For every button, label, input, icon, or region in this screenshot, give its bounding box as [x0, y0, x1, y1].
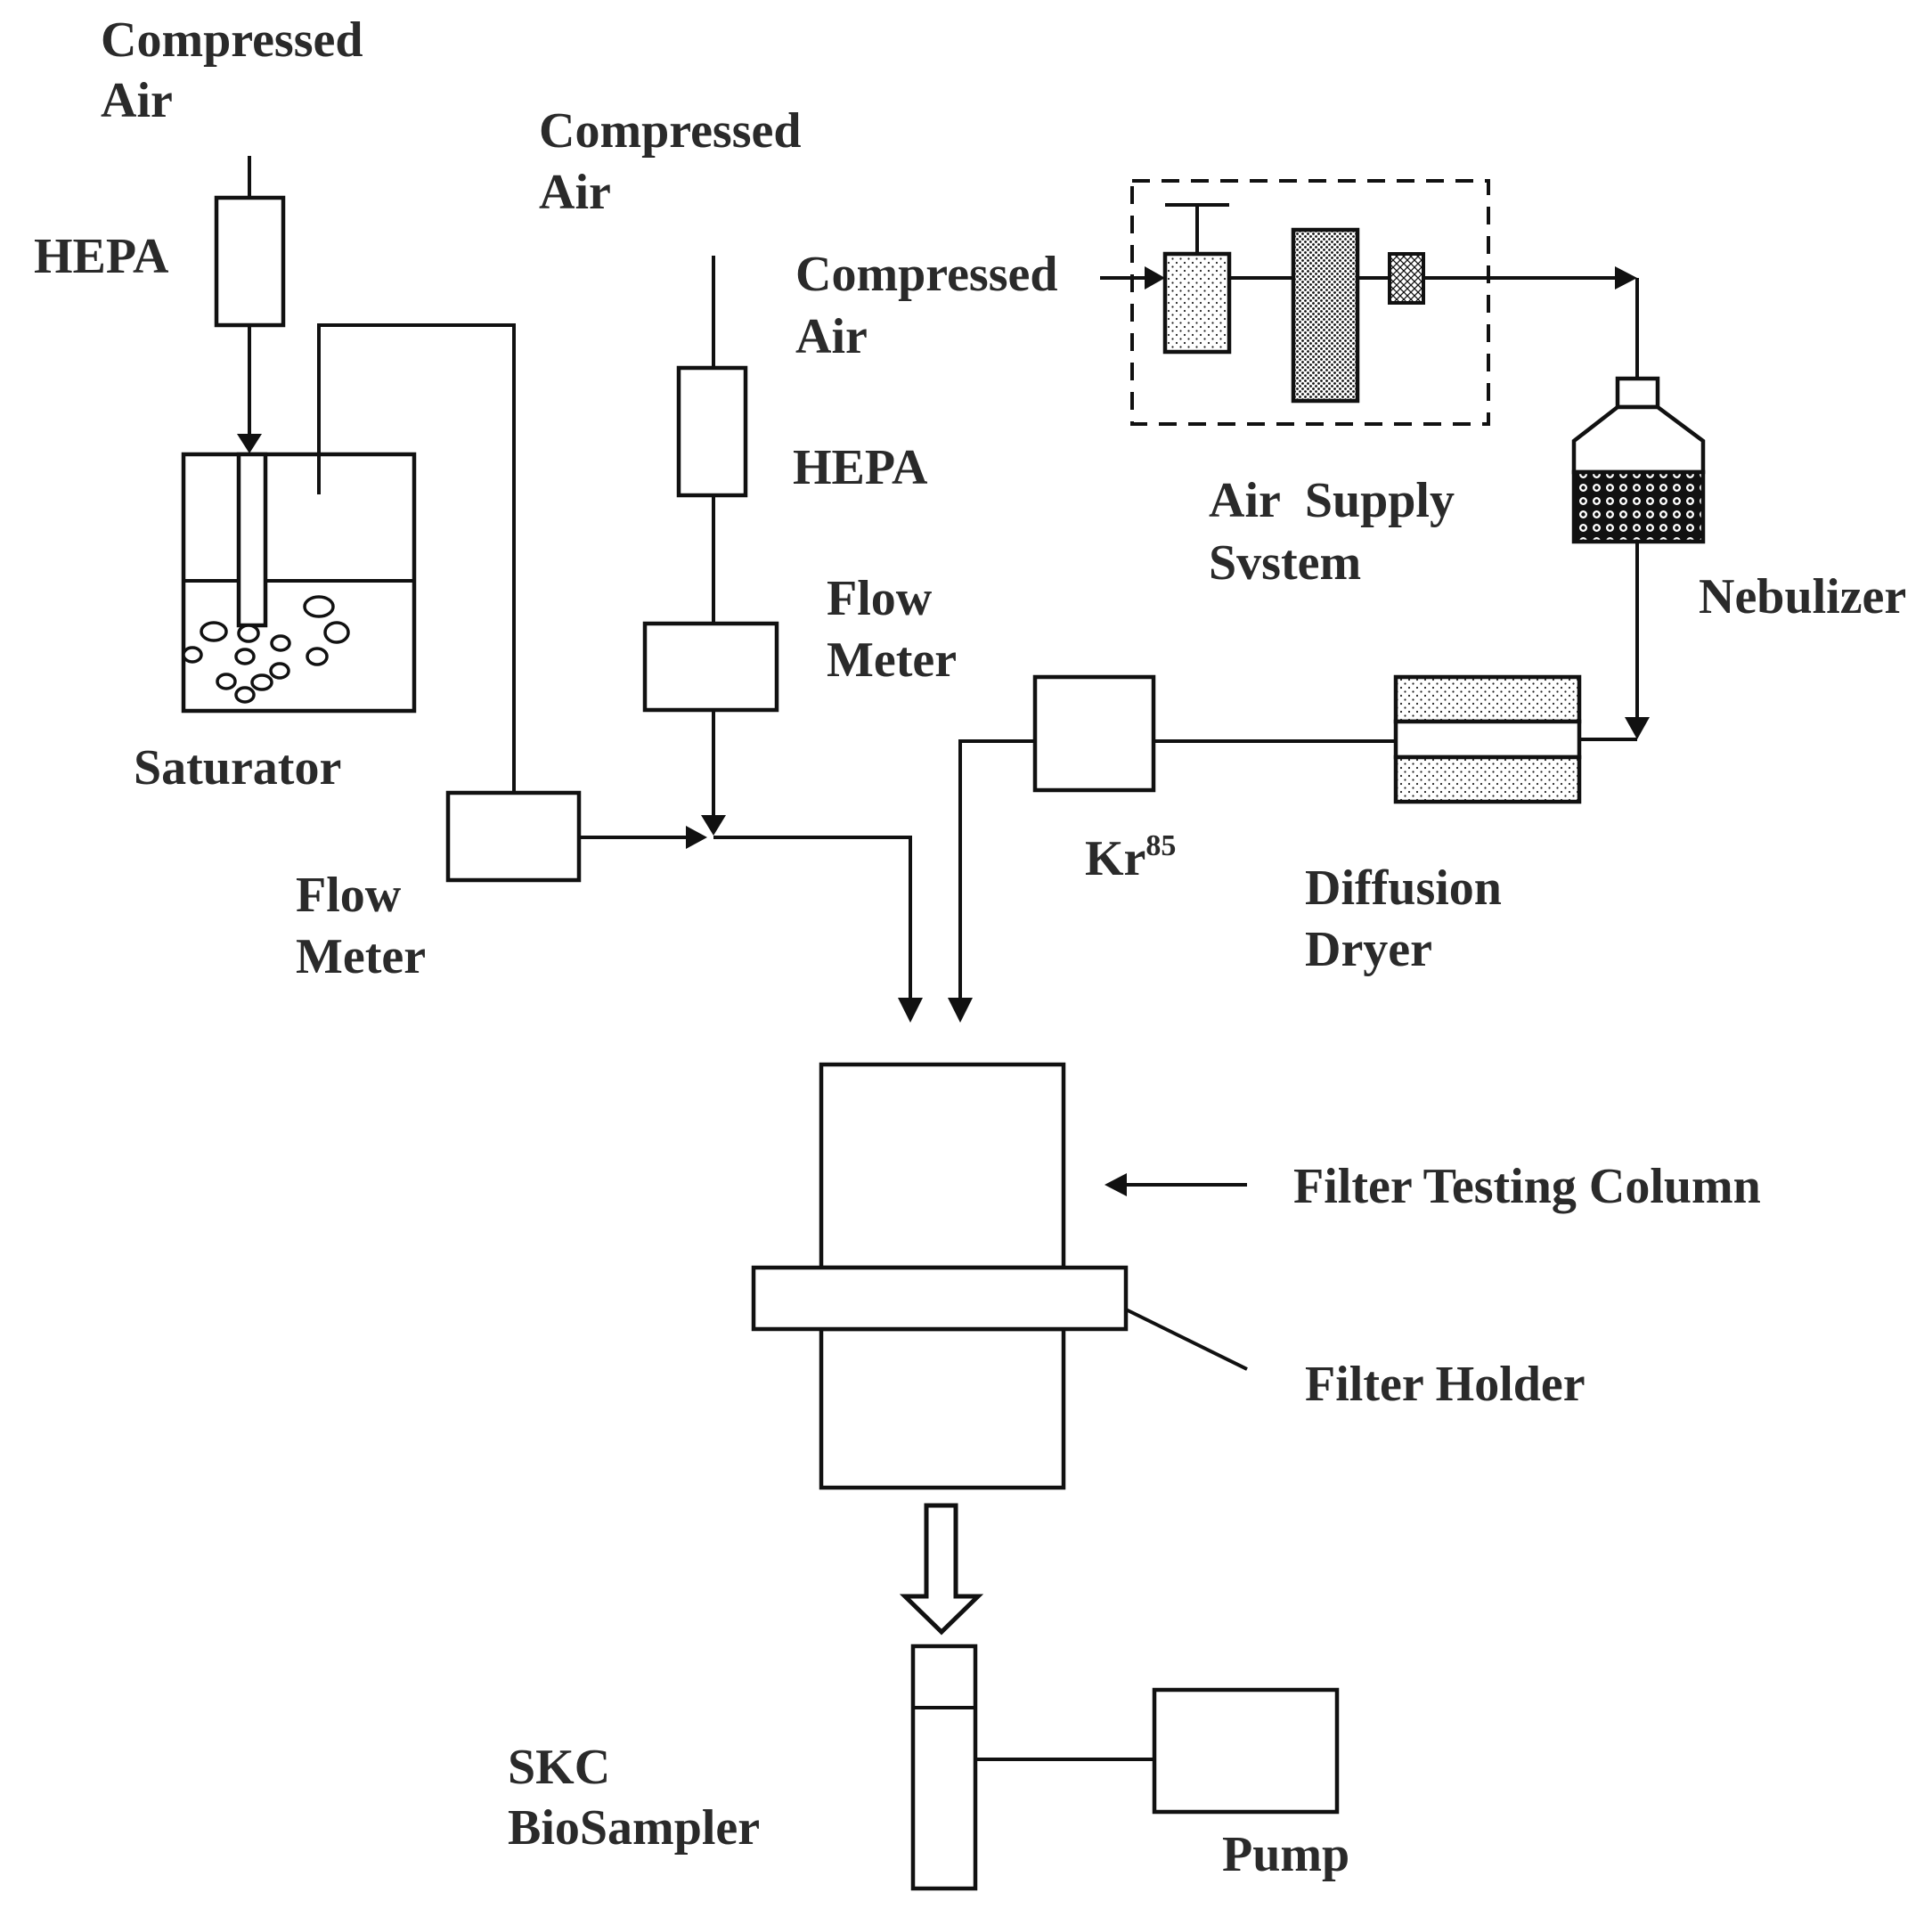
arrow-down-icon: [898, 998, 923, 1023]
skc-biosampler-label-line2: BioSampler: [508, 1800, 760, 1856]
arrow-right-icon: [1145, 266, 1165, 290]
bubbles: [182, 595, 350, 704]
pump-label: Pump: [1222, 1827, 1349, 1882]
nebulizer-label: Nebulizer: [1699, 569, 1906, 624]
nebulizer-shoulder: [1571, 404, 1706, 475]
flow-meter-1-label: Flow: [296, 868, 402, 923]
filter-testing-column-lower: [819, 1326, 1066, 1490]
diffusion-dryer-channel: [1393, 719, 1582, 760]
nebulizer-body: [1571, 469, 1706, 544]
air-dryer: [1291, 227, 1360, 404]
kr85-label-base: Kr: [1085, 831, 1145, 886]
pump: [1152, 1687, 1340, 1815]
arrow-down-icon: [1625, 717, 1650, 739]
flow-meter-1-label-line2: Meter: [296, 929, 426, 984]
saturator-outlet-line: [317, 323, 516, 793]
arrow-left-icon: [1105, 1173, 1127, 1196]
diffusion-dryer-top: [1393, 674, 1582, 724]
compressed-air-1-label-line2: Air: [101, 73, 173, 128]
compressed-air-2-label-line2: Air: [539, 165, 611, 220]
arrow-down-icon: [237, 434, 262, 453]
nebulizer-cap: [1615, 376, 1660, 410]
saturator-inlet-tube: [236, 452, 268, 628]
pressure-regulator: [1162, 251, 1232, 355]
mixed-air-line: [713, 836, 912, 998]
compressed-air-3-label-line2: Air: [795, 309, 868, 364]
filter-testing-assembly: [751, 1062, 1340, 1891]
flow-meter-2: [642, 621, 779, 713]
flow-meter-2-label-line2: Meter: [827, 632, 957, 688]
kr85-label-superscript: 85: [1145, 829, 1176, 862]
kr85-outlet-line: [958, 739, 1035, 998]
inline-filter: [1388, 252, 1425, 305]
skc-biosampler: [910, 1644, 978, 1891]
arrow-right-icon: [1615, 266, 1637, 290]
arrow-down-icon: [701, 815, 726, 836]
air-supply-system-label-line2: Svstem: [1209, 535, 1361, 591]
compressed-air-2-label: Compressed: [539, 103, 802, 159]
dilution-air-branch: [642, 256, 923, 1023]
compressed-air-1-label: Compressed: [101, 12, 363, 68]
diffusion-dryer-bottom: [1393, 755, 1582, 804]
hepa-1-label: HEPA: [34, 229, 169, 284]
compressed-air-3-label: Compressed: [795, 247, 1058, 302]
diffusion-dryer-label-line2: Dryer: [1305, 922, 1432, 977]
flow-down-arrow-icon: [899, 1503, 984, 1636]
filter-holder-label: Filter Holder: [1305, 1357, 1586, 1412]
air-supply-system-label: Air Supply: [1209, 473, 1455, 528]
arrow-down-icon: [948, 998, 973, 1023]
filter-holder: [751, 1265, 1129, 1332]
flow-meter-1: [445, 790, 582, 883]
kr85-label: Kr85: [1085, 829, 1176, 886]
flow-meter-2-label: Flow: [827, 571, 933, 626]
saturator-branch: [181, 156, 707, 883]
hepa-filter-2: [676, 365, 748, 498]
labels: Compressed Air HEPA Saturator Flow Meter…: [34, 12, 1906, 1882]
diffusion-dryer-label: Diffusion: [1305, 861, 1502, 916]
pointer-line-holder: [1125, 1308, 1248, 1371]
kr85-neutralizer: [1032, 674, 1156, 793]
hepa-filter-1: [214, 195, 286, 328]
air-supply-system-boundary: [1130, 179, 1490, 426]
hepa-2-label: HEPA: [793, 440, 928, 495]
saturator-label: Saturator: [134, 740, 341, 795]
aerosol-generation-branch: [948, 179, 1706, 1023]
skc-biosampler-label: SKC: [508, 1740, 610, 1795]
arrow-right-icon: [686, 826, 707, 849]
filter-testing-column-label: Filter Testing Column: [1293, 1159, 1761, 1214]
filter-testing-column-upper: [819, 1062, 1066, 1270]
